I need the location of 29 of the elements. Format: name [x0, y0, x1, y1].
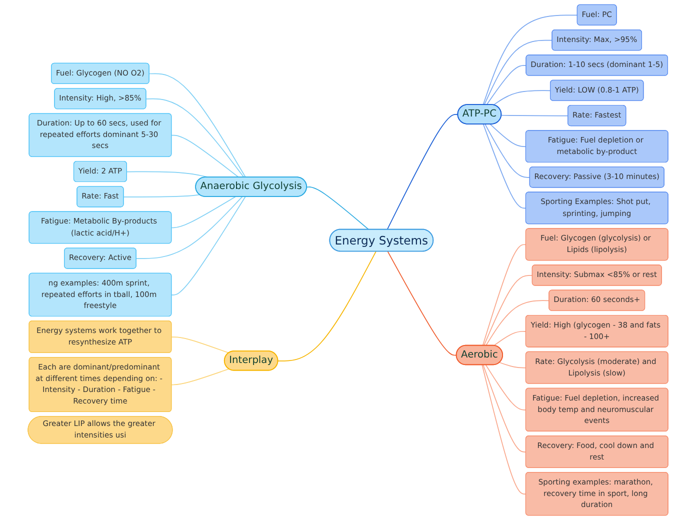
connector — [484, 124, 530, 178]
connector — [486, 65, 527, 106]
connector — [171, 196, 236, 228]
connector — [171, 196, 246, 296]
connector — [485, 300, 550, 346]
connector — [278, 251, 376, 362]
connector — [490, 124, 526, 148]
connector — [482, 244, 526, 346]
connector — [482, 364, 526, 495]
connector — [146, 98, 244, 178]
connector — [484, 274, 533, 346]
connector — [493, 330, 526, 346]
connector — [171, 134, 240, 178]
connector — [485, 364, 526, 410]
connector — [499, 362, 526, 368]
connector — [482, 14, 578, 106]
connector — [171, 368, 230, 386]
connector — [136, 196, 243, 259]
connector — [171, 336, 230, 354]
connector — [482, 124, 526, 209]
connector — [123, 194, 200, 198]
connector — [387, 251, 457, 356]
connector — [148, 73, 246, 178]
connector — [386, 114, 458, 230]
connector — [484, 40, 553, 106]
connector — [482, 364, 526, 452]
connector — [306, 186, 370, 230]
connector — [493, 90, 551, 106]
connector — [501, 114, 569, 116]
